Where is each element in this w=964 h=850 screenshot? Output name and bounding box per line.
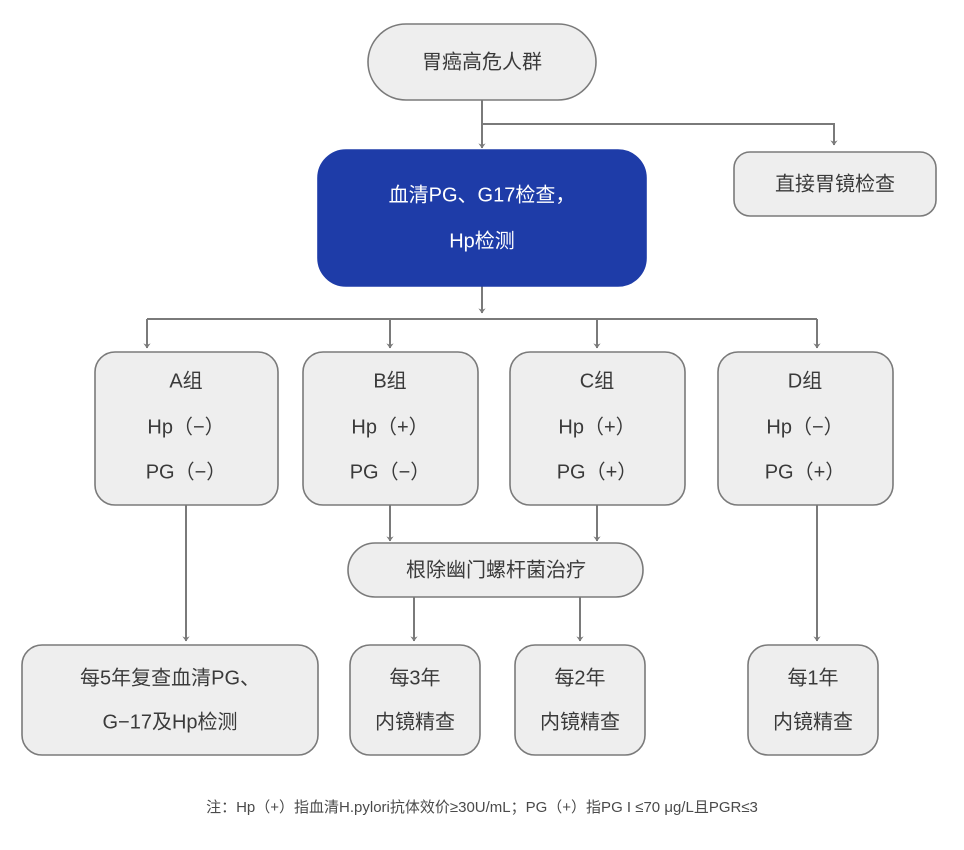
node-group-c[interactable]: C组 Hp（+） PG（+）	[509, 351, 686, 506]
node-group-d-label-line3: PG（+）	[765, 460, 846, 483]
node-followup-5y-label-line1: 每5年复查血清PG、	[80, 666, 260, 689]
node-followup-1-year[interactable]: 每1年 内镜精查	[747, 644, 879, 756]
node-followup-1y-label-line1: 每1年	[787, 666, 838, 689]
node-followup-5y-label-line2: G−17及Hp检测	[102, 710, 237, 733]
node-group-d-label-line2: Hp（−）	[766, 415, 843, 438]
node-eradication-shape	[347, 542, 644, 598]
connector-group	[143, 100, 838, 642]
node-followup-2y-label-line1: 每2年	[554, 666, 605, 689]
node-group-c-label-line1: C组	[580, 369, 614, 392]
node-group-a-label-line2: Hp（−）	[147, 415, 224, 438]
node-group-c-shape	[509, 351, 686, 506]
node-followup-2y-shape	[514, 644, 646, 756]
node-direct-endoscopy-label: 直接胃镜检查	[775, 172, 895, 195]
node-group-b-label-line2: Hp（+）	[351, 415, 428, 438]
node-group-b-shape	[302, 351, 479, 506]
node-group-a[interactable]: A组 Hp（−） PG（−）	[94, 351, 279, 506]
node-group-d-label-line1: D组	[788, 369, 822, 392]
node-eradication-label: 根除幽门螺杆菌治疗	[406, 558, 586, 581]
node-group-a-shape	[94, 351, 279, 506]
node-followup-3y-shape	[349, 644, 481, 756]
node-group-a-label-line1: A组	[169, 369, 202, 392]
node-group-b-label-line3: PG（−）	[350, 460, 431, 483]
node-group-c-label-line2: Hp（+）	[558, 415, 635, 438]
footnote: 注：Hp（+）指血清H.pylori抗体效价≥30U/mL；PG（+）指PG I…	[206, 799, 758, 816]
node-followup-5-years[interactable]: 每5年复查血清PG、 G−17及Hp检测	[21, 644, 319, 756]
node-high-risk-population[interactable]: 胃癌高危人群	[367, 23, 597, 101]
node-group-d[interactable]: D组 Hp（−） PG（+）	[717, 351, 894, 506]
node-serum-test-shape	[317, 149, 647, 287]
node-followup-3y-label-line2: 内镜精查	[375, 710, 455, 733]
node-followup-3y-label-line1: 每3年	[389, 666, 440, 689]
node-followup-1y-shape	[747, 644, 879, 756]
node-serum-test[interactable]: 血清PG、G17检查， Hp检测	[317, 149, 647, 287]
node-group-a-label-line3: PG（−）	[146, 460, 227, 483]
node-direct-endoscopy-shape	[733, 151, 937, 217]
node-followup-2y-label-line2: 内镜精查	[540, 710, 620, 733]
node-direct-endoscopy[interactable]: 直接胃镜检查	[733, 151, 937, 217]
node-serum-test-label-line1: 血清PG、G17检查，	[389, 183, 576, 206]
node-group-b[interactable]: B组 Hp（+） PG（−）	[302, 351, 479, 506]
connector-highrisk-to-direct-endoscopy	[482, 123, 838, 146]
node-eradication-therapy[interactable]: 根除幽门螺杆菌治疗	[347, 542, 644, 598]
node-group-d-shape	[717, 351, 894, 506]
node-group-b-label-line1: B组	[373, 369, 406, 392]
node-high-risk-shape	[367, 23, 597, 101]
node-followup-3-years[interactable]: 每3年 内镜精查	[349, 644, 481, 756]
node-high-risk-label: 胃癌高危人群	[422, 50, 542, 73]
node-followup-2-years[interactable]: 每2年 内镜精查	[514, 644, 646, 756]
node-serum-test-label-line2: Hp检测	[449, 229, 515, 252]
node-group-c-label-line3: PG（+）	[557, 460, 638, 483]
node-followup-1y-label-line2: 内镜精查	[773, 710, 853, 733]
node-followup-5y-shape	[21, 644, 319, 756]
